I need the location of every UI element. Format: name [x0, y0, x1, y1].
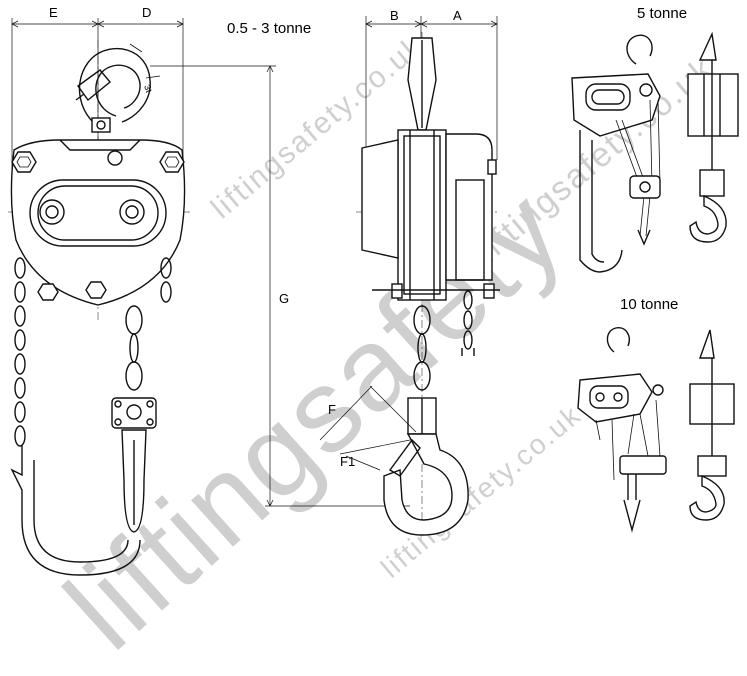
dim-label-g: G — [279, 291, 290, 306]
dim-label-d: D — [142, 5, 152, 20]
hoist-5-tonne — [571, 31, 739, 273]
dim-label-e: E — [49, 5, 58, 20]
front-view-hoist — [8, 18, 190, 576]
hoist-10-tonne — [577, 327, 735, 533]
side-view-hoist — [319, 16, 500, 536]
title-10-tonne: 10 tonne — [620, 296, 679, 313]
dim-label-a: A — [453, 8, 462, 23]
technical-drawing: liftingsafety liftingsafety.co.uk liftin… — [8, 5, 739, 675]
hoist-drawings: 3t — [8, 16, 739, 576]
title-5-tonne: 5 tonne — [637, 5, 688, 22]
dim-label-f: F — [328, 402, 336, 417]
dim-label-f1: F1 — [340, 454, 356, 469]
hook-rating-marking: 3t — [142, 83, 154, 94]
dimension-g — [150, 65, 410, 507]
title-small-hoist: 0.5 - 3 tonne — [227, 20, 312, 37]
dim-label-b: B — [390, 8, 399, 23]
